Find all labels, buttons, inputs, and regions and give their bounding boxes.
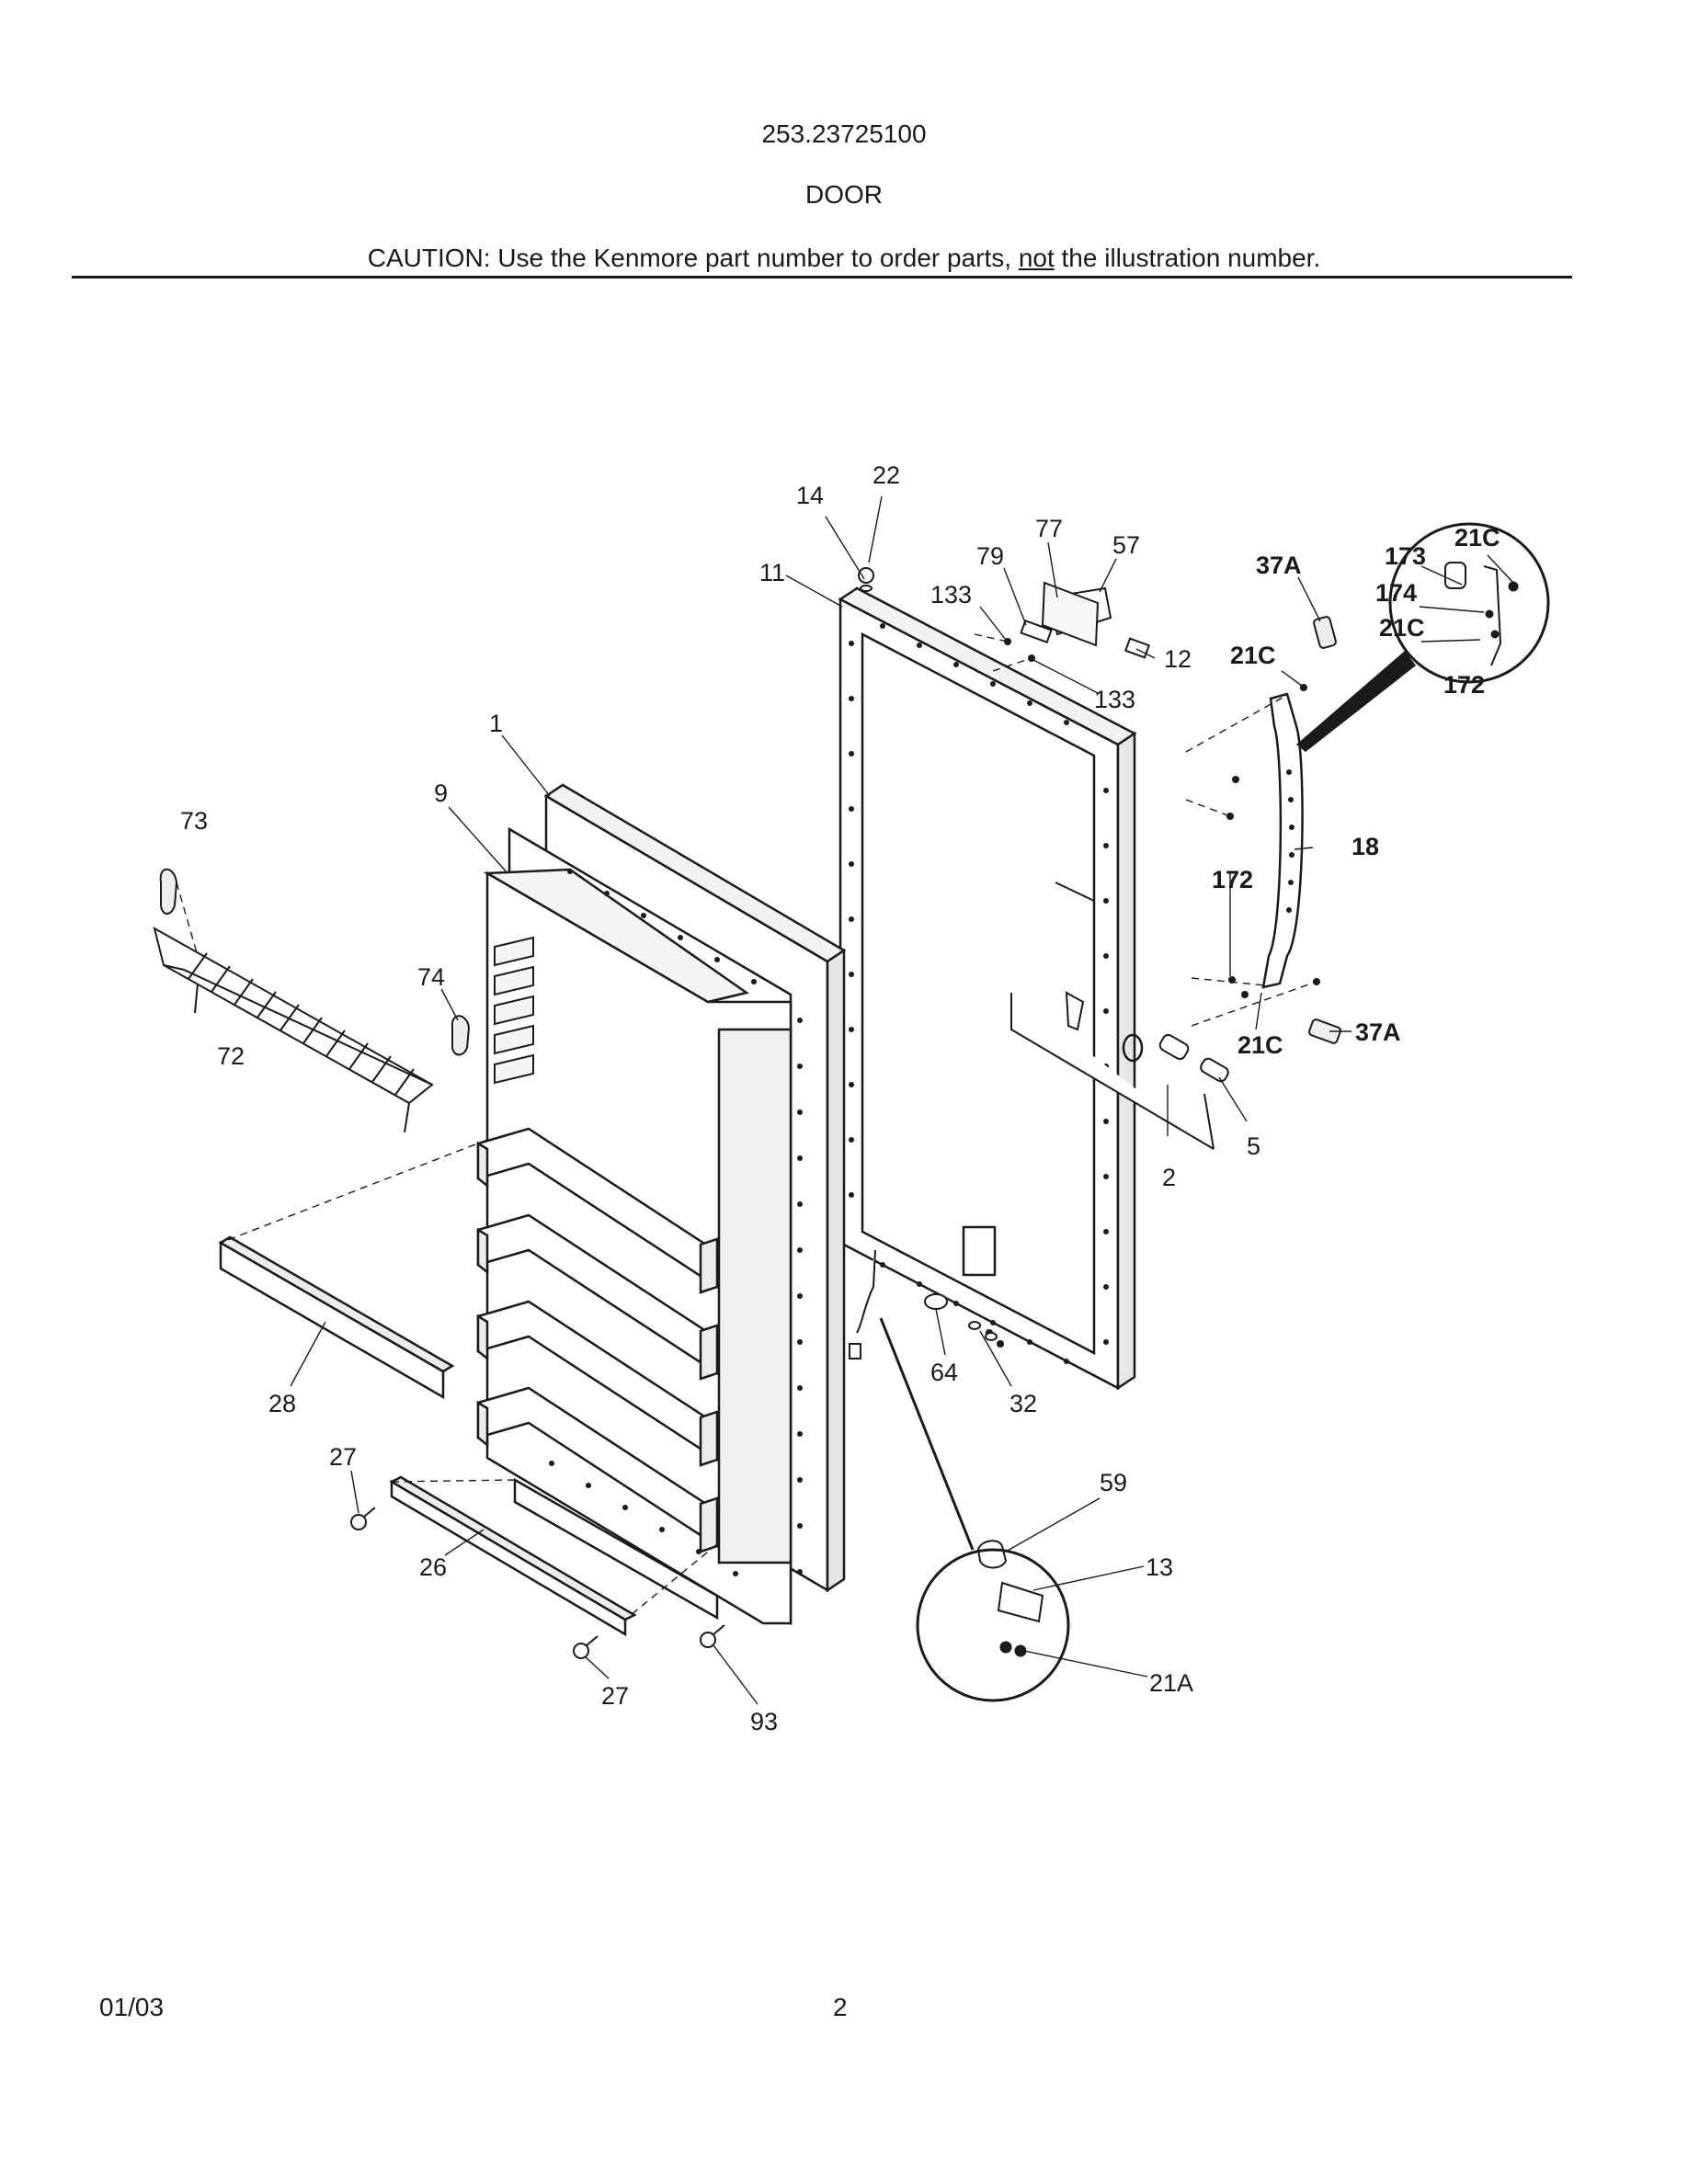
shelf-rails [218,1235,637,1637]
callout-93: 93 [750,1708,778,1735]
callout-21A: 21A [1149,1669,1193,1697]
callout-59: 59 [1100,1469,1127,1496]
door-handle [1261,692,1304,989]
model-number: 253.23725100 [761,119,927,148]
callout-13: 13 [1146,1553,1173,1581]
hinge-detail-circle [879,1317,1070,1702]
callout-57: 57 [1112,531,1140,559]
callout-173: 173 [1385,542,1426,570]
outer-door-screw-holes [849,623,1109,1364]
callout-28: 28 [268,1390,296,1417]
caution-prefix: CAUTION: Use the Kenmore part number to … [367,244,1019,272]
callout-labels: 22 14 11 77 79 57 133 12 133 37A 173 21C… [180,461,1500,1735]
callout-12: 12 [1164,645,1192,673]
footer-date: 01/03 [99,1993,165,2021]
callout-174: 174 [1375,579,1417,607]
callout-172: 172 [1212,866,1253,893]
gasket-holes [549,869,803,1576]
section-title: DOOR [805,180,883,209]
callout-37A-top: 37A [1256,552,1302,579]
wire-basket [153,926,434,1133]
callout-14: 14 [796,482,824,509]
callout-133-top: 133 [930,581,972,609]
callout-133-bottom: 133 [1094,686,1135,713]
lock-assembly [1010,882,1229,1150]
handle-grip-dots [1286,769,1295,913]
callout-77: 77 [1035,515,1063,542]
top-hinge-parts [858,567,1151,659]
shelf-supports [159,868,471,1056]
callout-26: 26 [419,1553,447,1581]
assembly-guide-lines [176,633,1317,1621]
callout-11: 11 [759,559,785,586]
door-shelves [476,1127,719,1621]
callout-2: 2 [1162,1164,1176,1191]
caution-emphasis: not [1018,244,1055,272]
footer-page-number: 2 [833,1993,848,2021]
callout-72: 72 [217,1042,245,1070]
caution-note: CAUTION: Use the Kenmore part number to … [0,244,1688,273]
header-rule [72,276,1572,279]
callout-5: 5 [1247,1132,1260,1160]
caution-suffix: the illustration number. [1054,244,1321,272]
handle-caps [1308,616,1341,1044]
callout-64: 64 [930,1359,958,1386]
callout-172-detail: 172 [1443,671,1485,699]
callout-79: 79 [976,542,1004,570]
outer-door-panel [838,586,1144,1391]
callout-1: 1 [489,710,503,737]
callout-74: 74 [417,963,445,991]
callout-27-left: 27 [329,1443,357,1471]
bottom-hinge-parts [849,1249,998,1359]
callout-27-bottom: 27 [601,1682,629,1710]
callout-21C-bottom: 21C [1237,1031,1283,1059]
fasteners [350,1507,725,1659]
callout-37A-bottom: 37A [1355,1018,1401,1046]
callout-18: 18 [1352,833,1379,860]
callout-73: 73 [180,807,208,835]
callout-32: 32 [1009,1390,1037,1417]
callout-21C-detail-mid: 21C [1379,614,1425,642]
callout-21C-detail-top: 21C [1454,524,1500,552]
callout-9: 9 [434,779,448,807]
callout-leaders [290,495,1514,1705]
callout-22: 22 [873,461,900,489]
door-liner-dividers [494,936,534,1085]
callout-21C-top: 21C [1230,642,1276,669]
